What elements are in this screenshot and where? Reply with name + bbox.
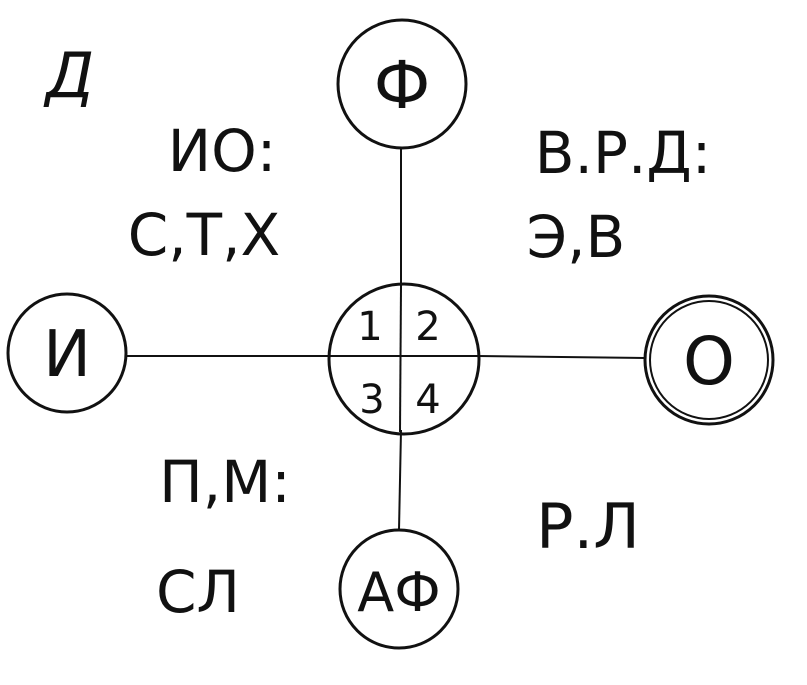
bottom-node-label: АФ [357,561,440,624]
top-right-annotation-items: Э,В [527,203,626,271]
bottom-left-annotation-items: СЛ [156,558,240,626]
quadrant-4: 4 [415,377,440,423]
center-circle [327,282,481,436]
quadrant-1: 1 [357,304,382,350]
quadrant-2: 2 [415,304,440,350]
top-left-annotation-items: С,Т,Х [128,201,281,269]
center-node: 1 2 3 4 [327,282,481,436]
left-node-label: И [43,318,91,392]
center-vertical-divider [399,285,402,433]
bottom-right-annotation-items: Р.Л [536,490,640,563]
top-right-annotation-title: В.Р.Д: [535,119,712,187]
top-node: Ф [336,18,468,150]
right-node-outer-circle [643,294,775,426]
top-left-annotation-title: ИО: [168,117,277,185]
vertical-axis-lower [398,429,402,531]
left-node-circle [6,292,128,414]
right-node-label: О [683,323,735,400]
top-node-circle [336,18,468,150]
right-node-inner-circle [649,300,769,420]
right-node: О [643,294,775,426]
left-node: И [6,292,128,414]
horizontal-axis-right [477,355,646,359]
bottom-node-circle [338,528,460,650]
corner-label: Д [43,39,94,112]
bottom-node: АФ [338,528,460,650]
quadrant-3: 3 [359,377,384,423]
top-node-label: Ф [374,47,431,124]
bottom-left-annotation-title: П,М: [159,448,291,516]
